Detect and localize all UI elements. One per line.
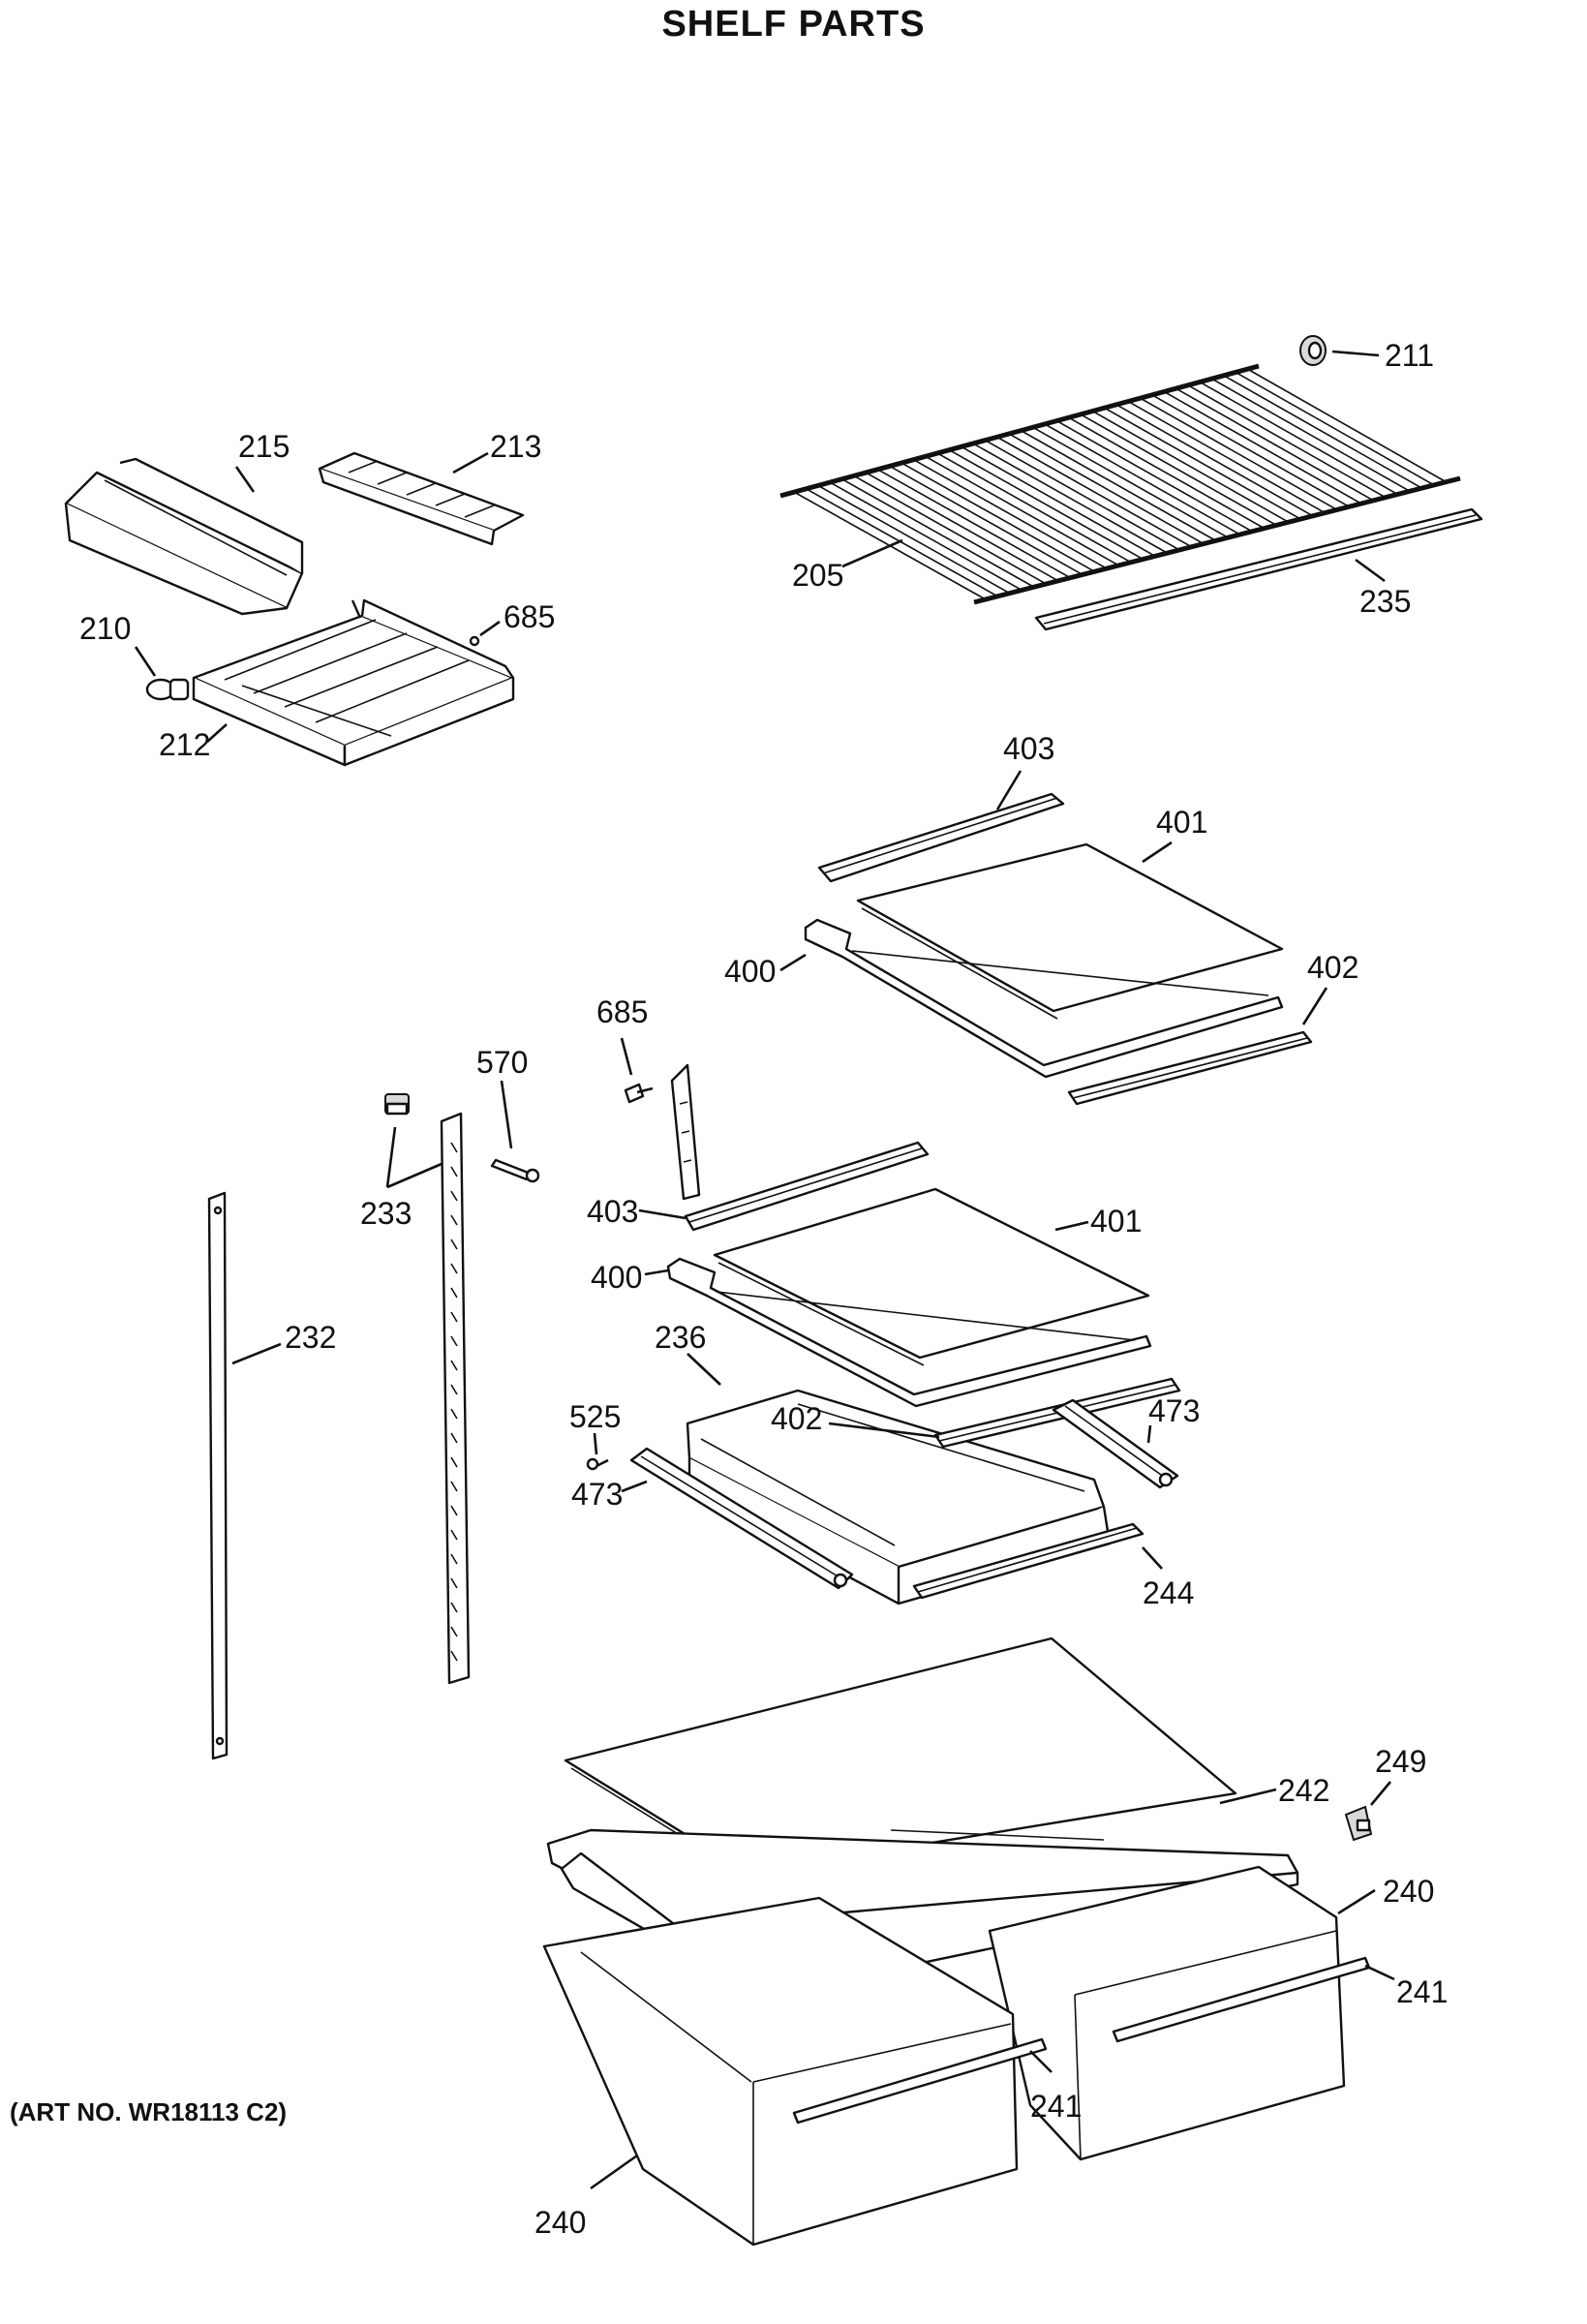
- label-210: 210: [79, 611, 131, 646]
- part-401-upper-glass: [856, 842, 1284, 1020]
- part-213-ice-tray: [318, 451, 525, 546]
- label-685-mid: 685: [596, 994, 648, 1029]
- part-400-upper-frame: [804, 918, 1284, 1079]
- label-402-top: 402: [1307, 950, 1358, 985]
- label-473-left: 473: [571, 1477, 623, 1512]
- part-240-left-drawer: [542, 1896, 1019, 2247]
- label-685-top: 685: [504, 599, 555, 634]
- label-215: 215: [238, 429, 290, 464]
- label-233: 233: [360, 1196, 412, 1231]
- part-244-trim: [912, 1522, 1144, 1600]
- label-235: 235: [1359, 584, 1411, 619]
- label-473-right: 473: [1148, 1393, 1200, 1428]
- label-400-top: 400: [724, 954, 776, 989]
- label-403-top: 403: [1003, 731, 1054, 766]
- label-525: 525: [569, 1399, 621, 1434]
- part-235-shelf-trim: [1034, 507, 1483, 631]
- part-403-upper-rear-trim: [817, 792, 1065, 883]
- label-241-right: 241: [1396, 1974, 1448, 2009]
- part-212-freezer-shelf: [192, 598, 515, 767]
- part-205-wire-shelf: [779, 363, 1461, 605]
- part-233-clip: [384, 1093, 410, 1116]
- part-473-left-slide: [629, 1447, 854, 1590]
- label-401-top: 401: [1156, 805, 1207, 840]
- label-244: 244: [1143, 1575, 1194, 1610]
- part-401-mid-glass: [713, 1187, 1150, 1366]
- part-402-upper-front-trim: [1067, 1030, 1313, 1106]
- part-240-right-drawer: [988, 1865, 1346, 2161]
- part-232-rail: [207, 1191, 229, 1760]
- label-570: 570: [476, 1045, 528, 1080]
- part-400-mid-frame: [666, 1257, 1152, 1408]
- label-403-mid: 403: [587, 1194, 638, 1229]
- label-249: 249: [1375, 1744, 1426, 1779]
- label-205: 205: [792, 558, 843, 593]
- label-213: 213: [490, 429, 541, 464]
- part-685-screw-mid: [624, 1083, 654, 1104]
- part-685-screw: [469, 635, 480, 647]
- part-233-support-rail: [440, 1112, 471, 1685]
- label-236: 236: [655, 1320, 706, 1355]
- part-403-mid-rear-trim: [684, 1141, 930, 1232]
- label-240-right: 240: [1383, 1874, 1434, 1909]
- part-525-screw: [586, 1457, 609, 1471]
- label-232: 232: [285, 1320, 336, 1355]
- part-570-screw: [490, 1158, 540, 1183]
- art-number: (ART NO. WR18113 C2): [10, 2097, 288, 2126]
- label-400-mid: 400: [591, 1260, 642, 1295]
- label-241-left: 241: [1030, 2089, 1082, 2124]
- part-473-right-slide: [1052, 1398, 1179, 1489]
- label-212: 212: [159, 727, 210, 762]
- part-210-knob: [145, 678, 190, 701]
- part-center-bracket: [670, 1063, 701, 1201]
- label-211: 211: [1385, 338, 1434, 373]
- label-402-mid: 402: [771, 1401, 822, 1436]
- part-211-end-cap: [1299, 335, 1380, 366]
- part-249-bracket: [1344, 1805, 1373, 1842]
- part-241-left-handle: [792, 2037, 1048, 2125]
- part-215-bin: [64, 457, 304, 616]
- label-242: 242: [1278, 1773, 1329, 1808]
- label-240-left: 240: [534, 2205, 586, 2240]
- label-401-mid: 401: [1090, 1204, 1142, 1238]
- diagram-title: SHELF PARTS: [661, 4, 926, 45]
